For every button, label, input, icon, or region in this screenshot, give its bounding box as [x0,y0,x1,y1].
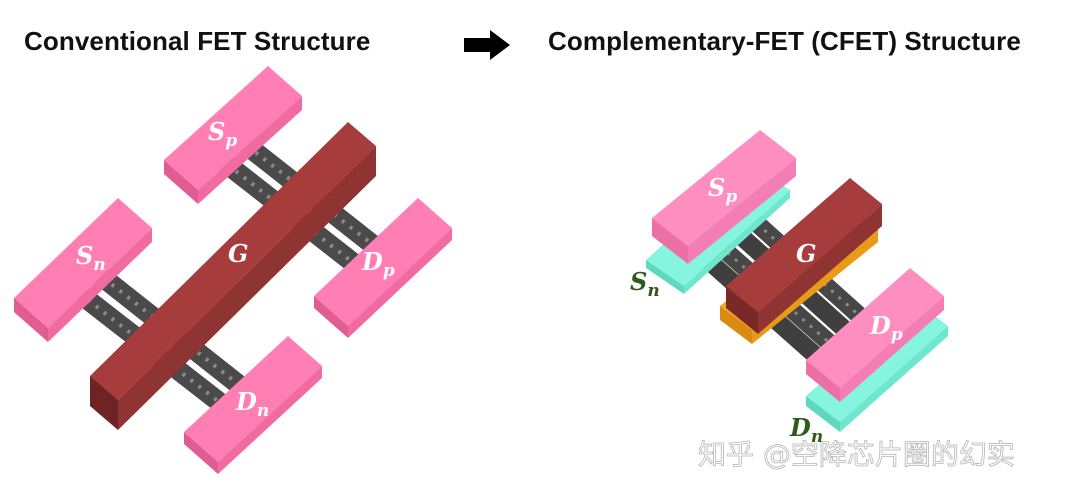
label-source-p: Sp [208,117,237,151]
drain-p-block [314,198,452,338]
watermark-text: 知乎 @空降芯片圈的幻实 [698,438,1016,472]
cfet-title: Complementary-FET (CFET) Structure [548,26,1021,56]
source-n-block [14,198,152,342]
conventional-fet-structure: Sp Sn G Dp Dn [14,66,452,474]
right-arrow-icon [464,30,510,60]
cfet-label-source-p: Sp [708,173,737,207]
cfet-label-gate: G [796,239,817,268]
conventional-fet-title: Conventional FET Structure [24,26,371,56]
drain-p-layer [806,268,944,402]
cfet-label-drain-p: Dp [869,311,903,345]
source-p-layer [652,130,796,264]
cfet-label-drain-n: Dn [789,413,823,447]
label-drain-n: Dn [235,387,269,421]
label-gate: G [228,239,249,268]
cfet-structure: Sp Sn G Dp Dn [630,130,948,447]
label-source-n: Sn [76,241,106,275]
cfet-label-source-n: Sn [630,267,660,301]
gate-block [90,122,376,430]
cfet-gate [720,178,882,344]
drain-n-block [184,336,322,474]
label-drain-p: Dp [361,247,395,281]
source-p-block [164,66,302,204]
